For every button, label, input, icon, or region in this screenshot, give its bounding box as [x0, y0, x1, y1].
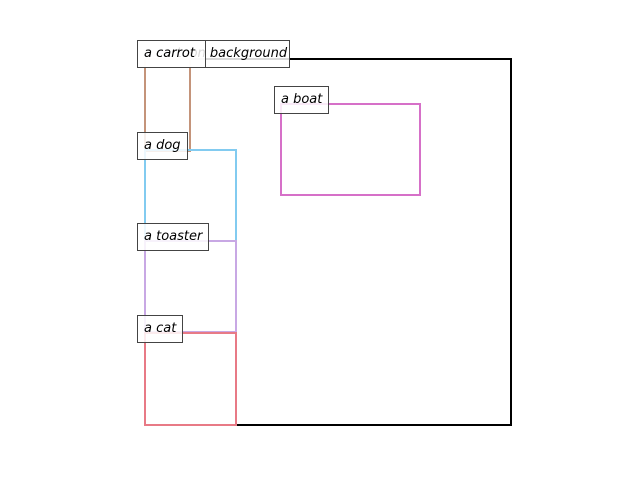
cat-box	[144, 332, 237, 426]
toaster-label: a toaster	[137, 223, 210, 251]
boat-box	[280, 103, 421, 196]
cat-label: a cat	[137, 315, 184, 343]
dog-label: a dog	[137, 132, 188, 160]
carrot-label: a carrot	[137, 40, 206, 68]
boat-label: a boat	[274, 86, 330, 114]
